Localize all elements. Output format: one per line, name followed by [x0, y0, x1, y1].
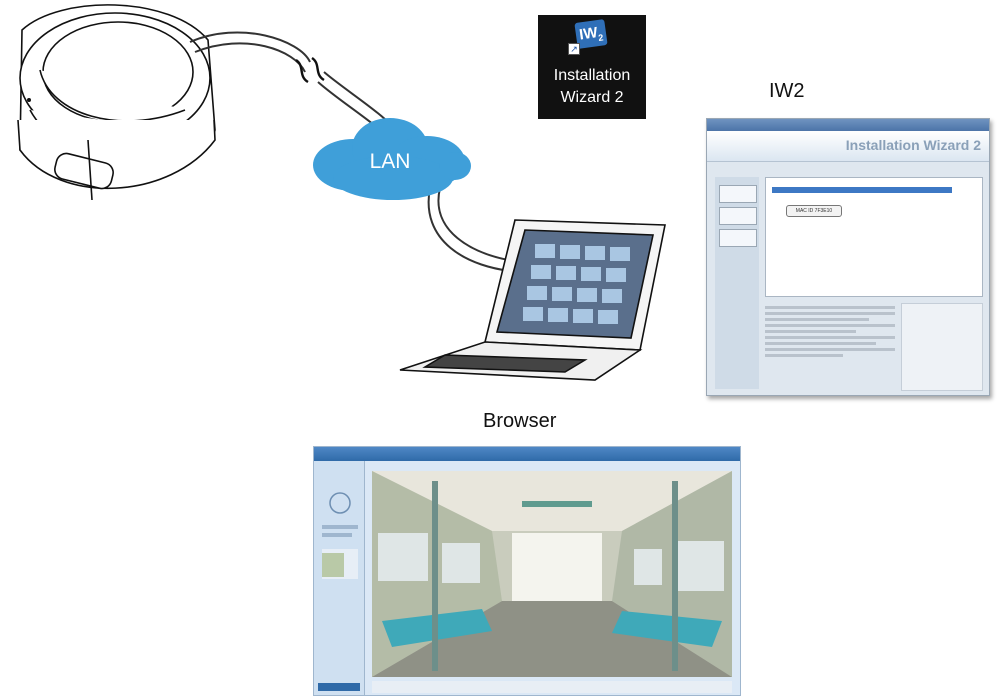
iw2-sidebar-button[interactable] — [719, 207, 757, 225]
camera-illustration — [17, 4, 216, 201]
iw2-header: Installation Wizard 2 — [707, 131, 989, 162]
lan-label: LAN — [369, 150, 411, 173]
iw2-side-panel — [901, 303, 983, 391]
iw2-window-title: Installation Wizard 2 — [845, 137, 981, 153]
browser-sidebar — [314, 461, 365, 695]
laptop-illustration — [399, 219, 666, 381]
shortcut-arrow-icon: ↗ — [568, 43, 580, 55]
iw2-sidebar-button[interactable] — [719, 185, 757, 203]
iw2-device-list: MAC ID 7F3E10 — [765, 177, 983, 297]
lan-cloud — [313, 118, 471, 200]
iw2-tooltip: MAC ID 7F3E10 — [786, 205, 842, 217]
iw2-label: IW2 — [769, 80, 805, 102]
iw2-instructions — [765, 303, 895, 389]
iw2-sidebar-button[interactable] — [719, 229, 757, 247]
iw2-selected-device-row[interactable] — [772, 187, 952, 193]
installation-wizard-icon[interactable]: IW2 ↗ Installation Wizard 2 — [538, 15, 646, 119]
train-interior-image — [372, 471, 732, 677]
iw2-titlebar — [707, 119, 989, 131]
browser-topbar — [314, 447, 740, 461]
live-video-view[interactable] — [372, 471, 732, 677]
iw2-sidebar — [715, 177, 759, 389]
icon-label-line2: Wizard 2 — [560, 89, 624, 106]
icon-label-line1: Installation — [553, 67, 631, 84]
browser-window — [313, 446, 741, 696]
browser-status-bar — [372, 681, 732, 693]
ptz-control-icon — [318, 492, 360, 691]
iw2-window: Installation Wizard 2 MAC ID 7F3E10 — [706, 118, 990, 396]
browser-label: Browser — [483, 410, 557, 432]
